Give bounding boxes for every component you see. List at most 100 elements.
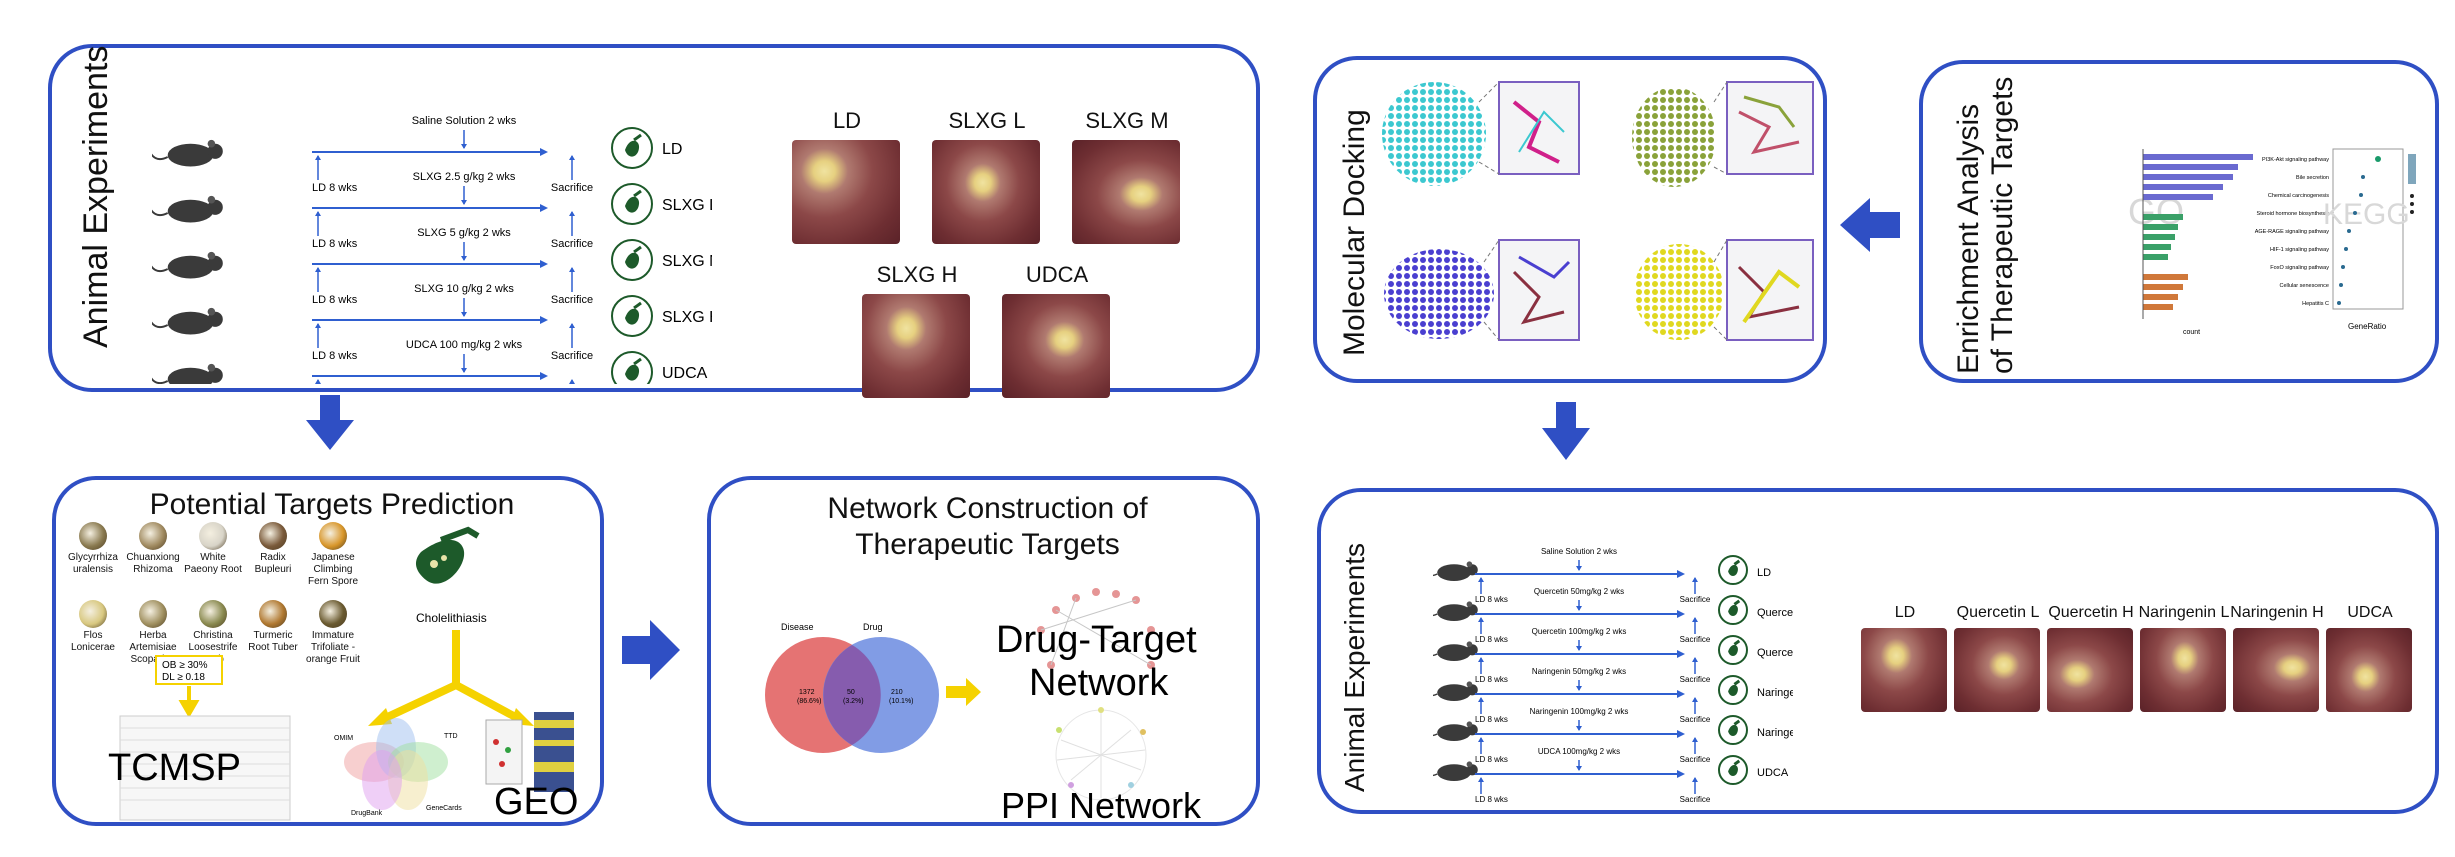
treatment-label: Naringenin 100mg/kg 2 wks bbox=[1530, 707, 1629, 716]
ld-label: LD 8 wks bbox=[1475, 715, 1508, 724]
gallbladder-group-icon bbox=[611, 351, 653, 384]
protein-structure-1 bbox=[1382, 82, 1486, 186]
sacrifice-label: Sacrifice bbox=[551, 238, 593, 250]
timeline-arrowhead bbox=[540, 372, 548, 380]
gallbladder-group-icon bbox=[1718, 595, 1748, 625]
gallbladder-group-icon bbox=[1718, 715, 1748, 745]
group-label: Naringenin L bbox=[1757, 687, 1793, 699]
mouse-icon bbox=[1433, 601, 1478, 621]
gallbladder-group-icon bbox=[611, 295, 653, 337]
venn-label-ttd: TTD bbox=[444, 733, 458, 740]
mouse-icon bbox=[152, 139, 223, 167]
timeline-arrowhead bbox=[1677, 770, 1685, 778]
docking-zoom-box-2 bbox=[1726, 81, 1814, 175]
molecular-docking-title: Molecular Docking bbox=[1338, 109, 1371, 356]
disease-label: Cholelithiasis bbox=[416, 611, 487, 625]
timeline-arrowhead bbox=[540, 316, 548, 324]
tcmsp-label: TCMSP bbox=[108, 747, 241, 789]
ld-label: LD 8 wks bbox=[1475, 795, 1508, 804]
herb-image bbox=[199, 522, 227, 550]
timeline-arrowhead bbox=[1677, 570, 1685, 578]
herb-image bbox=[259, 600, 287, 628]
herb-image bbox=[79, 522, 107, 550]
gallbladder-photo bbox=[792, 140, 900, 244]
drug-target-line1: Drug-Target bbox=[996, 619, 1197, 661]
enrichment-charts: GO count PI3K-Akt signaling pathwayBile … bbox=[2128, 148, 2416, 336]
gallbladder-photo bbox=[2047, 628, 2133, 712]
photo-group-label: SLXG M bbox=[1085, 108, 1169, 133]
timeline-arrowhead bbox=[1677, 650, 1685, 658]
mouse-icon bbox=[152, 251, 223, 279]
kegg-term-label: HIF-1 signaling pathway bbox=[2270, 247, 2329, 253]
gallbladder-group-icon bbox=[1718, 755, 1748, 785]
herb-image bbox=[319, 522, 347, 550]
ld-label: LD 8 wks bbox=[312, 182, 358, 194]
group-label: Quercetin H bbox=[1757, 647, 1793, 659]
venn-drug-label: Drug bbox=[863, 622, 883, 632]
gallbladder-group-icon bbox=[1718, 635, 1748, 665]
photo-group-label: SLXG H bbox=[876, 262, 958, 287]
herb-label: Japanese Climbing Fern Spore bbox=[307, 552, 359, 587]
mouse-icon bbox=[152, 195, 223, 223]
herb-image bbox=[79, 600, 107, 628]
kegg-term-label: Chemical carcinogenesis bbox=[2268, 193, 2329, 199]
kegg-x-label: GeneRatio bbox=[2348, 322, 2387, 331]
ppi-network-label: PPI Network bbox=[1001, 785, 1202, 826]
venn-disease-label: Disease bbox=[781, 622, 814, 632]
sacrifice-label: Sacrifice bbox=[1680, 755, 1711, 764]
mouse-icon bbox=[1433, 721, 1478, 741]
group-label: LD bbox=[1757, 567, 1771, 579]
network-construction-panel: Network Construction of Therapeutic Targ… bbox=[707, 476, 1260, 826]
arrow-down-right bbox=[1542, 402, 1590, 460]
molecular-docking-panel: Molecular Docking bbox=[1313, 56, 1827, 383]
mouse-icon bbox=[152, 307, 223, 335]
herb-label: White Paeony Root bbox=[184, 552, 242, 575]
timeline-arrowhead bbox=[540, 148, 548, 156]
sacrifice-label: Sacrifice bbox=[551, 350, 593, 362]
geo-plots bbox=[485, 712, 574, 792]
mouse-icon bbox=[152, 363, 223, 384]
kegg-term-label: Steroid hormone biosynthesis bbox=[2257, 211, 2330, 217]
herb-label: Flos Lonicerae bbox=[71, 630, 115, 653]
herb-image bbox=[139, 522, 167, 550]
timeline-arrowhead bbox=[540, 204, 548, 212]
drug-target-line2: Network bbox=[1029, 662, 1169, 704]
five-set-venn: OMIM GeneCards DrugBank TTD bbox=[334, 718, 462, 817]
animal-experiments-panel-1: Animal Experiments Saline Solution 2 wks… bbox=[48, 44, 1260, 398]
group-label: UDCA bbox=[1757, 767, 1789, 779]
herb-image bbox=[319, 600, 347, 628]
timeline-arrowhead bbox=[540, 260, 548, 268]
docking-zoom-box-3 bbox=[1498, 239, 1580, 341]
geo-label: GEO bbox=[494, 781, 578, 823]
mouse-icon bbox=[1433, 761, 1478, 781]
go-bar-chart: count bbox=[2142, 149, 2253, 336]
treatment-label: SLXG 5 g/kg 2 wks bbox=[417, 227, 511, 239]
group-label: SLXG H bbox=[662, 309, 712, 326]
group-label: SLXG M bbox=[662, 253, 712, 270]
kegg-term-label: PI3K-Akt signaling pathway bbox=[2262, 157, 2329, 163]
photo-group-label: LD bbox=[832, 108, 862, 133]
venn-label-genecards: GeneCards bbox=[426, 805, 462, 812]
photo-group-label: SLXG L bbox=[948, 108, 1026, 133]
photo-group-label: LD bbox=[1894, 604, 1916, 621]
herb-label: Immature Trifoliate -orange Fruit bbox=[306, 630, 360, 665]
timeline-arrowhead bbox=[1677, 610, 1685, 618]
venn-right-count: 210 bbox=[891, 689, 903, 696]
treatment-label: Quercetin 100mg/kg 2 wks bbox=[1532, 627, 1627, 636]
arrow-left-top bbox=[1840, 198, 1900, 252]
ld-label: LD 8 wks bbox=[1475, 635, 1508, 644]
herb-label: Glycyrrhiza uralensis bbox=[67, 552, 118, 575]
drug-target-network-graphic bbox=[1037, 588, 1155, 669]
gallbladder-photo bbox=[2140, 628, 2226, 712]
mouse-icon bbox=[1433, 561, 1478, 581]
ld-label: LD 8 wks bbox=[312, 294, 358, 306]
kegg-plot-area bbox=[2332, 148, 2404, 310]
network-title-line1: Network Construction of bbox=[827, 492, 1148, 525]
group-label: SLXG L bbox=[662, 197, 712, 214]
docking-zoom-box-1 bbox=[1498, 81, 1580, 175]
sacrifice-label: Sacrifice bbox=[1680, 715, 1711, 724]
sacrifice-label: Sacrifice bbox=[551, 294, 593, 306]
sacrifice-label: Sacrifice bbox=[1680, 635, 1711, 644]
